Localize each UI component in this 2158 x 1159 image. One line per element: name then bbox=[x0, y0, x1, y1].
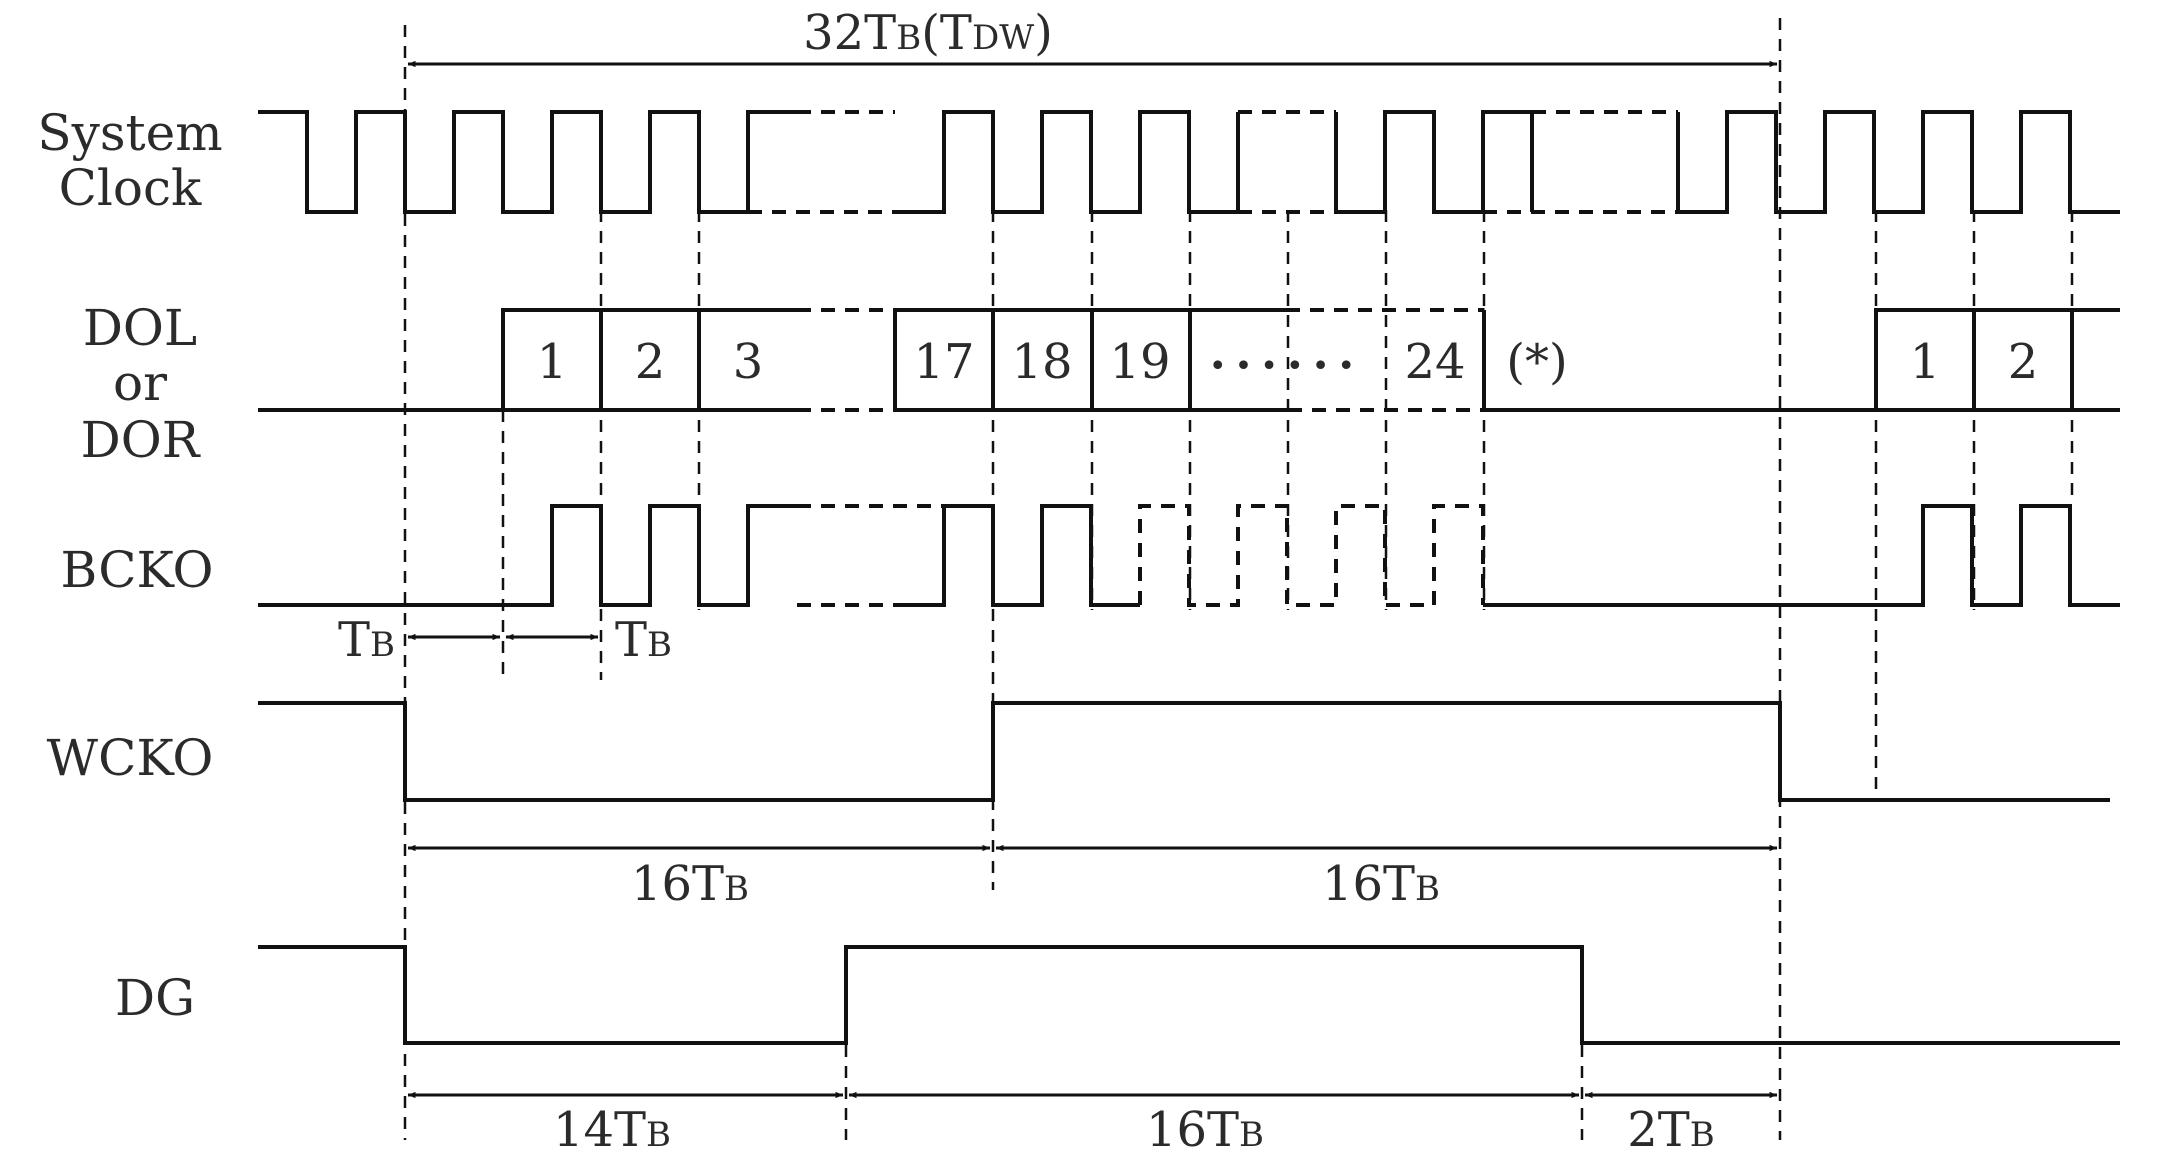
dol-label: DOL bbox=[83, 299, 197, 357]
data-cell-repeat-1: 1 bbox=[1910, 334, 1941, 390]
wcko-label: WCKO bbox=[47, 729, 214, 787]
bcko-segment-2 bbox=[895, 504, 1140, 607]
data-cell-18: 18 bbox=[1011, 334, 1072, 390]
system-clock-label-line2: Clock bbox=[59, 159, 202, 217]
system-clock-dash-3 bbox=[1483, 110, 1678, 214]
dg-waveform bbox=[258, 945, 2120, 1045]
system-clock-segment-2 bbox=[895, 110, 1238, 214]
data-cell-19: 19 bbox=[1109, 334, 1170, 390]
bcko-label: BCKO bbox=[61, 541, 214, 599]
tb-label-left: TB bbox=[338, 612, 395, 668]
ellipsis: •••••• bbox=[1209, 349, 1363, 384]
system-clock-waveform bbox=[258, 110, 2120, 214]
data-cell-17: 17 bbox=[913, 334, 974, 390]
dg-label: DG bbox=[115, 969, 195, 1027]
bcko-waveform bbox=[258, 504, 2120, 607]
bcko-segment-3 bbox=[1483, 504, 2120, 607]
or-label: or bbox=[113, 354, 167, 412]
system-clock-label-line1: System bbox=[37, 104, 222, 162]
data-cell-1: 1 bbox=[537, 334, 568, 390]
bcko-dash-1 bbox=[797, 504, 944, 607]
dol-dash-2 bbox=[1190, 308, 1484, 412]
wcko-waveform bbox=[258, 701, 2110, 802]
wcko-line bbox=[258, 701, 2110, 802]
dimension-arrows: 32TB(TDW) 16TB 16TB 14TB 16TB 2TB bbox=[407, 5, 1778, 1158]
dg-line bbox=[258, 945, 2120, 1045]
data-cell-3: 3 bbox=[733, 334, 764, 390]
dol-low-end bbox=[1484, 308, 2120, 412]
data-cell-repeat-2: 2 bbox=[2008, 334, 2039, 390]
dim-32tb-label: 32TB(TDW) bbox=[803, 5, 1053, 61]
tb-label-right: TB bbox=[615, 612, 672, 668]
data-cell-labels: 1 2 3 17 18 19 24 •••••• (*) 1 2 bbox=[537, 334, 2039, 390]
dor-label: DOR bbox=[81, 411, 201, 469]
bcko-dash-2 bbox=[1138, 504, 1485, 607]
dim-wcko-16tb-2-label: 16TB bbox=[1322, 856, 1440, 912]
signal-labels: System Clock DOL or DOR BCKO WCKO DG bbox=[37, 104, 222, 1027]
bcko-segment-1 bbox=[258, 504, 797, 607]
data-cell-2: 2 bbox=[635, 334, 666, 390]
system-clock-dash-1 bbox=[748, 110, 895, 214]
dim-dg-14tb-label: 14TB bbox=[553, 1102, 671, 1158]
dol-dor-waveform bbox=[258, 308, 2120, 412]
system-clock-segment-3 bbox=[1236, 110, 1483, 214]
system-clock-segment-1 bbox=[258, 110, 797, 214]
system-clock-dash-2 bbox=[1238, 110, 1336, 214]
dim-dg-2tb-label: 2TB bbox=[1627, 1102, 1715, 1158]
dol-dash-1 bbox=[797, 308, 895, 412]
tb-arrows: TB TB bbox=[338, 612, 672, 668]
dol-low-start bbox=[258, 308, 797, 412]
dim-dg-16tb-label: 16TB bbox=[1146, 1102, 1264, 1158]
asterisk-note: (*) bbox=[1506, 334, 1567, 390]
data-cell-24: 24 bbox=[1404, 334, 1465, 390]
system-clock-segment-4 bbox=[1481, 110, 2120, 214]
dim-wcko-16tb-1-label: 16TB bbox=[631, 856, 749, 912]
